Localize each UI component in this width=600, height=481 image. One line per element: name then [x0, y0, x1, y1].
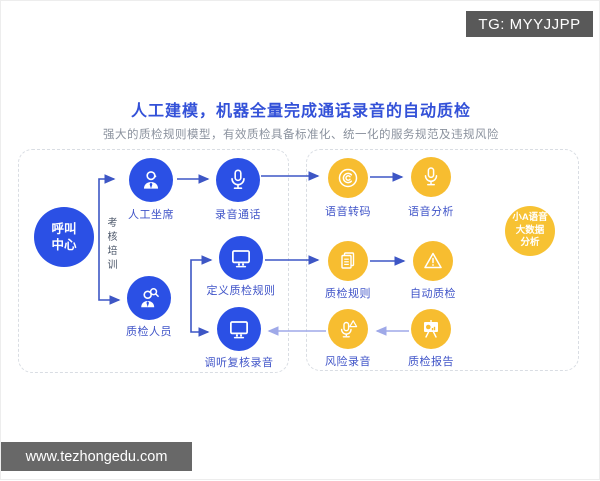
voice-analysis-label: 语音分析 — [408, 206, 454, 218]
recorded-call-node — [216, 158, 260, 202]
auto-qc-node — [413, 241, 453, 281]
microphone-icon — [424, 167, 438, 186]
tg-contact-badge: TG: MYYJJPP — [466, 11, 593, 37]
agent-icon — [143, 171, 159, 189]
report-board-icon — [424, 320, 438, 338]
agent-label: 人工坐席 — [128, 209, 174, 221]
call-center-label-line1: 呼叫 — [51, 221, 77, 236]
documents-icon — [341, 252, 355, 269]
ai-badge-line3: 分析 — [520, 237, 540, 249]
review-recordings-node — [217, 307, 261, 351]
call-center-node: 呼叫 中心 — [34, 207, 94, 267]
warning-triangle-icon — [424, 252, 442, 269]
monitor-icon — [232, 250, 250, 268]
review-recordings-label: 调听复核录音 — [204, 357, 274, 369]
voice-transcode-icon — [338, 168, 358, 188]
page-subtitle: 强大的质检规则模型，有效质检具备标准化、统一化的服务规范及违规风险 — [103, 129, 499, 141]
page-title: 人工建模，机器全量完成通话录音的自动质检 — [130, 103, 471, 120]
define-rules-label: 定义质检规则 — [206, 285, 276, 297]
watermark-bar: www.tezhongedu.com — [1, 442, 192, 471]
risk-recordings-node — [328, 309, 368, 349]
recorded-call-label: 录音通话 — [215, 209, 261, 221]
inspector-label: 质检人员 — [126, 326, 172, 338]
inspector-node — [127, 276, 171, 320]
call-center-label-line2: 中心 — [51, 238, 77, 252]
mic-warning-icon — [340, 320, 358, 338]
monitor-icon — [230, 321, 248, 339]
voice-analysis-node — [411, 157, 451, 197]
qc-report-label: 质检报告 — [408, 356, 454, 368]
ai-badge-line1: 小A语音 — [512, 211, 548, 223]
microphone-icon — [231, 169, 245, 190]
auto-qc-label: 自动质检 — [410, 288, 456, 300]
qc-rules-label: 质检规则 — [325, 288, 371, 300]
voice-transcode-node — [328, 158, 368, 198]
risk-recordings-label: 风险录音 — [325, 356, 371, 368]
assessment-training-label: 考核培训 — [105, 217, 116, 273]
ai-badge-line2: 大数据 — [515, 224, 545, 236]
qc-rules-node — [328, 241, 368, 281]
voice-transcode-label: 语音转码 — [325, 206, 371, 218]
inspector-icon — [141, 288, 159, 308]
qc-report-node — [411, 309, 451, 349]
manual-modeling-panel — [18, 149, 289, 373]
define-rules-node — [219, 236, 263, 280]
agent-node — [129, 158, 173, 202]
header: 人工建模，机器全量完成通话录音的自动质检 强大的质检规则模型，有效质检具备标准化… — [1, 97, 600, 142]
ai-bigdata-analysis-node: 小A语音 大数据 分析 — [505, 206, 555, 256]
